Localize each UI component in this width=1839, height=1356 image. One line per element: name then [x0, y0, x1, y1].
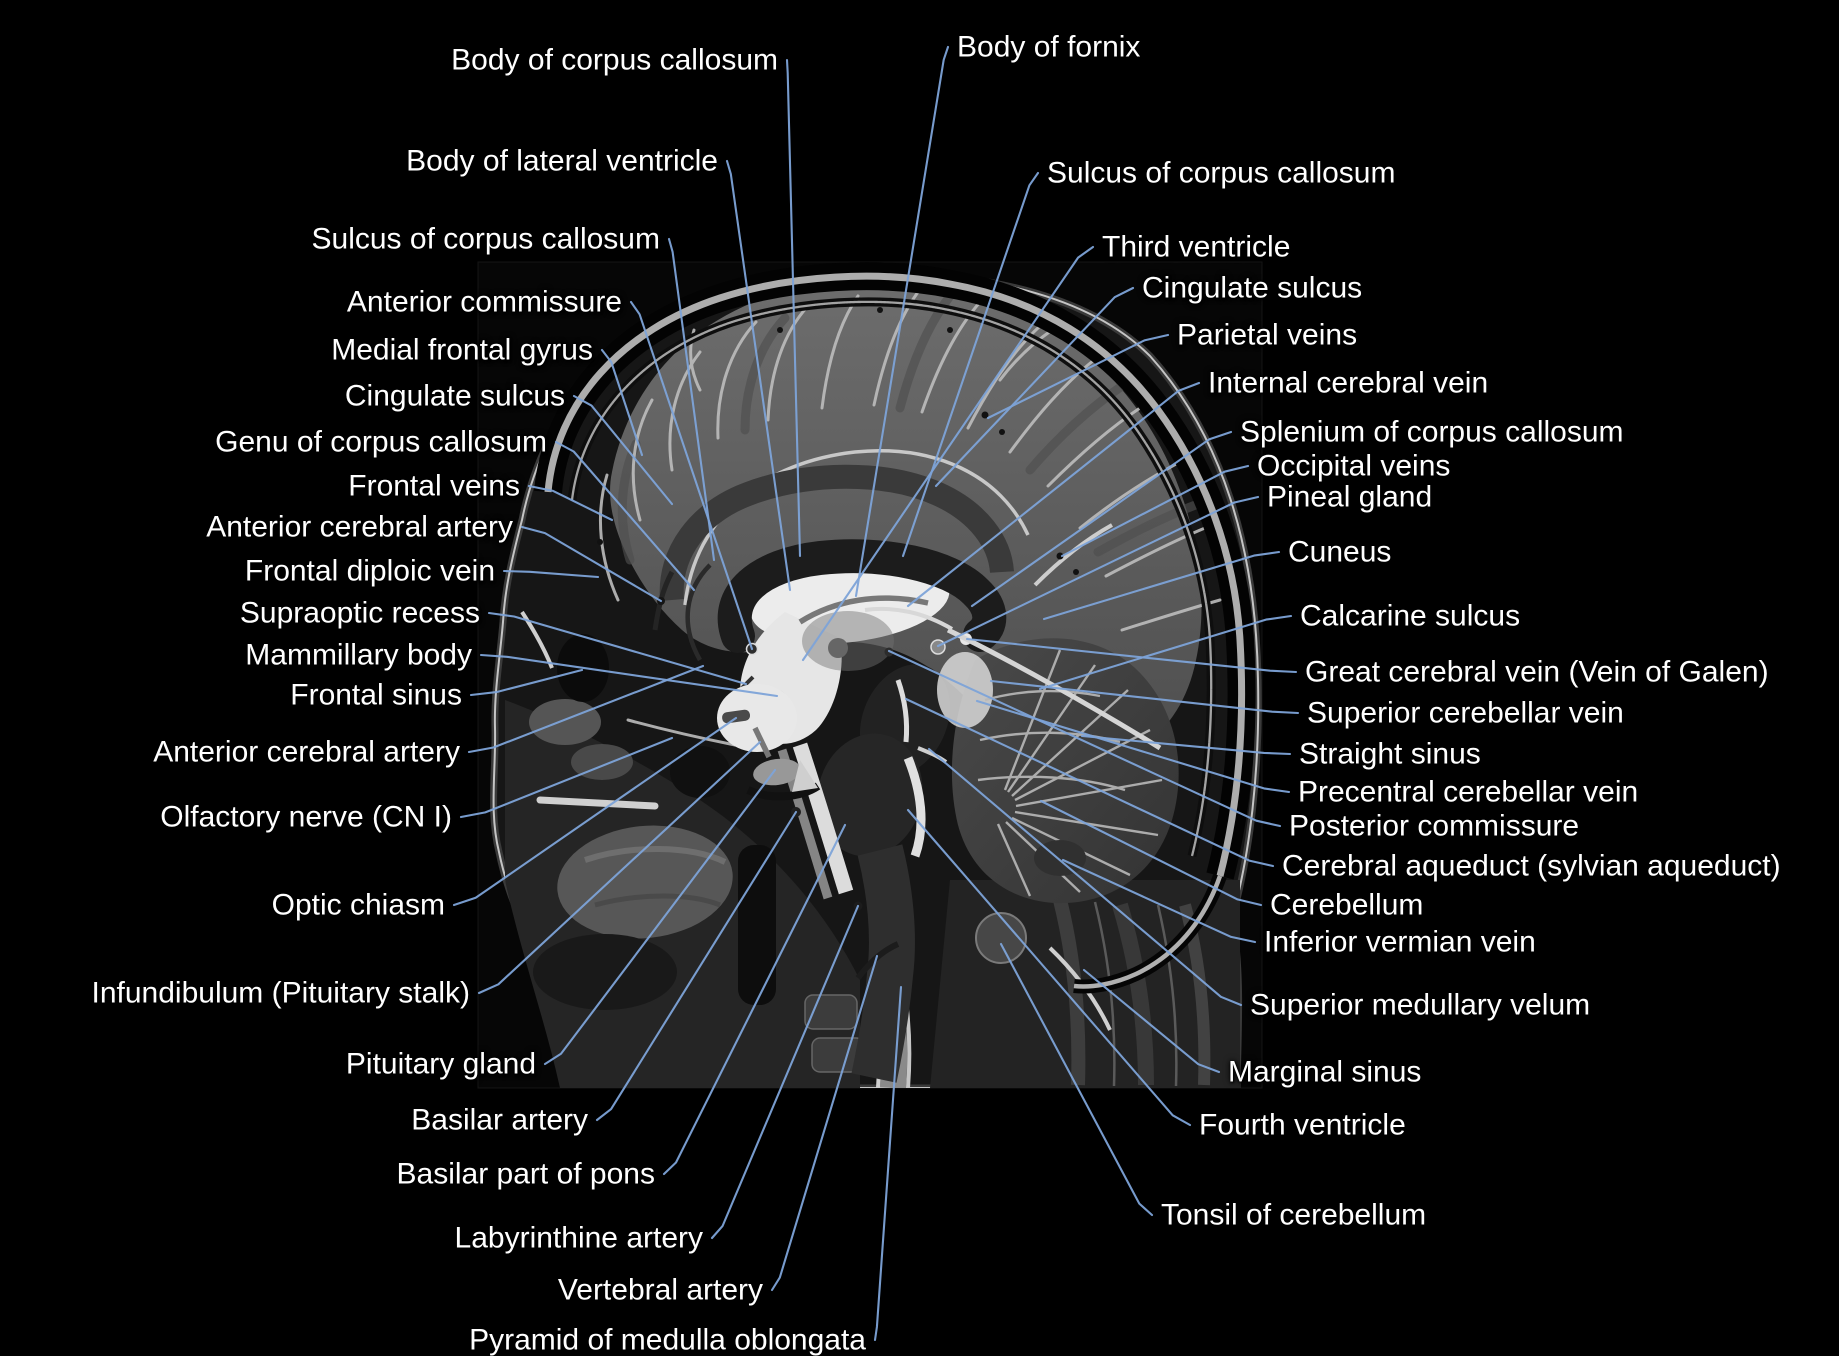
anatomy-label: Medial frontal gyrus — [331, 333, 593, 367]
anatomy-label: Anterior cerebral artery — [206, 510, 513, 544]
anatomy-label: Superior medullary velum — [1250, 988, 1591, 1022]
anatomy-label: Inferior vermian vein — [1264, 925, 1536, 959]
anatomy-label: Parietal veins — [1177, 318, 1358, 352]
anatomy-label: Body of corpus callosum — [451, 43, 778, 77]
anatomy-label: Mammillary body — [245, 638, 472, 672]
anatomy-label: Pineal gland — [1267, 480, 1433, 514]
anatomy-label: Calcarine sulcus — [1300, 599, 1521, 633]
anatomy-label: Cingulate sulcus — [344, 379, 565, 413]
anatomy-label: Basilar artery — [411, 1103, 588, 1137]
anatomy-label: Frontal veins — [348, 469, 520, 503]
infundibulum-line — [752, 726, 772, 759]
anatomy-label: Anterior commissure — [346, 285, 622, 319]
anatomy-label: Pituitary gland — [345, 1047, 536, 1081]
anatomy-label: Labyrinthine artery — [454, 1221, 703, 1255]
anatomy-label: Marginal sinus — [1228, 1055, 1422, 1089]
anatomy-label: Occipital veins — [1257, 449, 1451, 483]
anatomy-label: Superior cerebellar vein — [1307, 696, 1624, 730]
anatomy-label: Supraoptic recess — [239, 596, 480, 630]
anatomy-label: Body of lateral ventricle — [406, 144, 718, 178]
anatomy-label: Genu of corpus callosum — [215, 425, 547, 459]
anatomy-label: Internal cerebral vein — [1208, 366, 1489, 400]
anatomy-label: Tonsil of cerebellum — [1161, 1198, 1427, 1232]
anatomy-label: Splenium of corpus callosum — [1240, 415, 1624, 449]
anatomy-label: Optic chiasm — [271, 888, 445, 922]
anatomy-label: Third ventricle — [1102, 230, 1291, 264]
anatomy-label: Fourth ventricle — [1199, 1108, 1406, 1142]
anatomy-label: Cerebral aqueduct (sylvian aqueduct) — [1282, 849, 1781, 883]
anatomy-label: Cuneus — [1288, 535, 1392, 569]
anatomy-label: Basilar part of pons — [396, 1157, 655, 1191]
anatomy-label: Olfactory nerve (CN I) — [160, 800, 452, 834]
anatomy-label: Straight sinus — [1299, 737, 1481, 771]
anatomy-label: Frontal diploic vein — [244, 554, 495, 588]
anatomy-label: Posterior commissure — [1289, 809, 1580, 843]
anatomy-label: Infundibulum (Pituitary stalk) — [91, 976, 471, 1010]
anatomy-label: Vertebral artery — [557, 1273, 763, 1307]
anatomy-label: Body of fornix — [957, 30, 1141, 64]
anatomy-label: Pyramid of medulla oblongata — [469, 1323, 866, 1356]
anatomy-label: Sulcus of corpus callosum — [311, 222, 661, 256]
anatomy-label: Cerebellum — [1270, 888, 1424, 922]
anatomy-label: Anterior cerebral artery — [153, 735, 460, 769]
anatomy-label: Frontal sinus — [290, 678, 462, 712]
anatomy-label: Cingulate sulcus — [1142, 271, 1363, 305]
anatomy-label: Precentral cerebellar vein — [1298, 775, 1639, 809]
anatomy-label: Sulcus of corpus callosum — [1047, 156, 1396, 190]
anatomy-label: Great cerebral vein (Vein of Galen) — [1305, 655, 1769, 689]
